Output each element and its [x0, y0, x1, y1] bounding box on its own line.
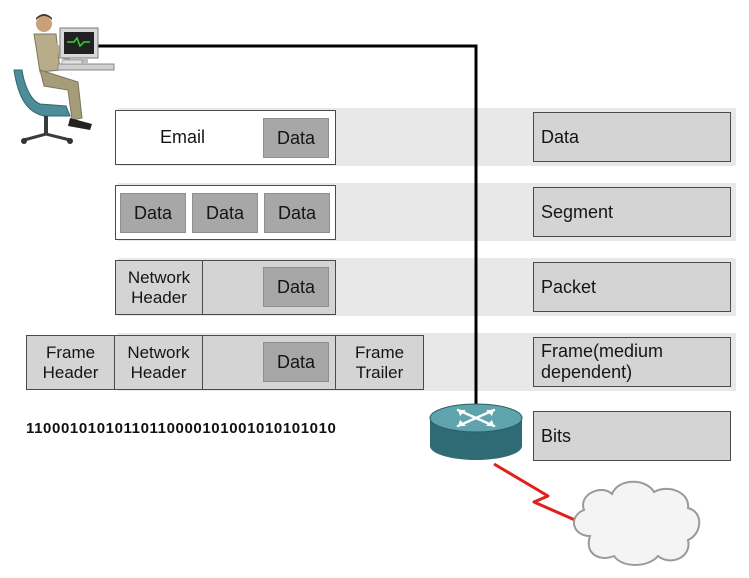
- segment-data-block: Data: [120, 193, 186, 233]
- email-label: Email: [159, 127, 205, 147]
- layer-label-packet: Packet: [533, 262, 731, 312]
- packet-network-header: Network Header: [115, 260, 203, 315]
- segment-pdu: Data Data Data: [115, 185, 336, 240]
- router-icon: [429, 403, 523, 460]
- frame-data-block: Data: [263, 342, 329, 382]
- packet-data-block: Data: [263, 267, 329, 307]
- data-pdu: Email Data: [115, 110, 336, 165]
- cloud-icon: [573, 480, 701, 566]
- layer-label-frame: Frame(medium dependent): [533, 337, 731, 387]
- frame-trailer: Frame Trailer: [335, 335, 424, 390]
- user-at-computer-icon: [13, 14, 115, 144]
- frame-header: Frame Header: [26, 335, 115, 390]
- layer-label-bits: Bits: [533, 411, 731, 461]
- frame-network-header: Network Header: [114, 335, 203, 390]
- segment-data-block: Data: [192, 193, 258, 233]
- bitstream: 11000101010110110000101001010101010: [26, 420, 337, 437]
- network-cable: [98, 44, 478, 414]
- data-block: Data: [263, 118, 329, 158]
- layer-label-segment: Segment: [533, 187, 731, 237]
- layer-label-data: Data: [533, 112, 731, 162]
- segment-data-block: Data: [264, 193, 330, 233]
- serial-link-icon: [493, 462, 585, 526]
